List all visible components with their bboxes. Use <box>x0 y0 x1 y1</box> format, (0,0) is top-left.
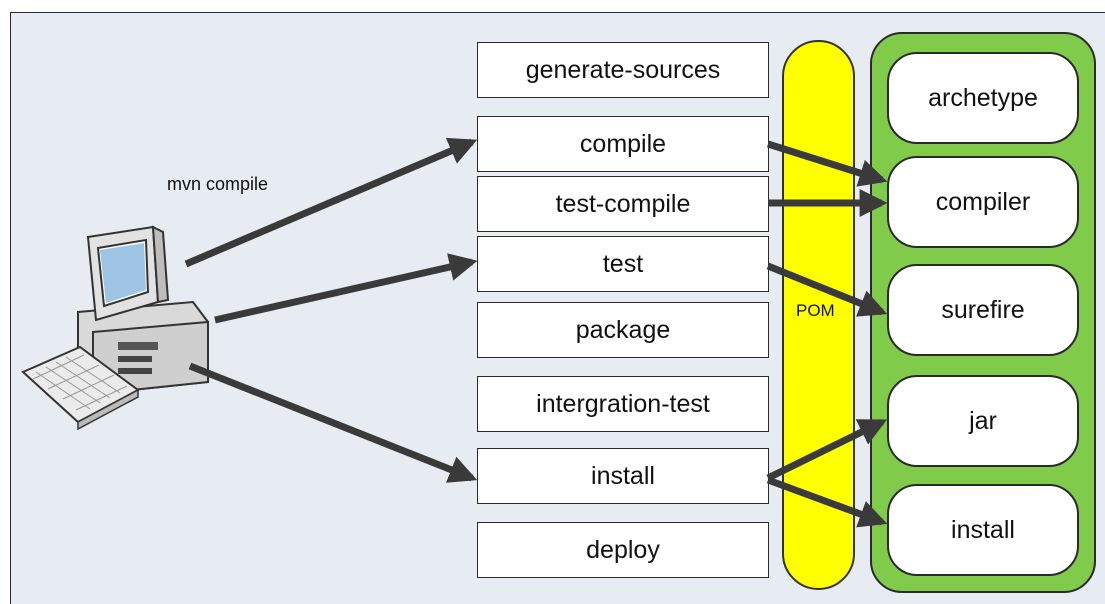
phase-compile: compile <box>477 116 769 172</box>
arrow-test-to-surefire <box>766 262 888 317</box>
phase-intergration-test: intergration-test <box>477 376 769 432</box>
plugin-archetype: archetype <box>887 52 1079 144</box>
arrow-command-to-install <box>188 362 478 483</box>
phase-generate-sources: generate-sources <box>477 42 769 98</box>
phase-package: package <box>477 302 769 358</box>
arrow-command-to-test <box>214 253 478 324</box>
command-label: mvn compile <box>167 174 269 194</box>
phase-test-compile: test-compile <box>477 176 769 232</box>
plugin-surefire: surefire <box>887 264 1079 356</box>
phase-test: test <box>477 236 769 292</box>
phase-deploy: deploy <box>477 522 769 578</box>
computer-icon <box>21 225 209 431</box>
plugin-compiler: compiler <box>887 156 1079 248</box>
arrow-command-to-compile <box>184 137 478 268</box>
plugin-jar: jar <box>887 375 1079 467</box>
pom-label: POM <box>796 301 835 320</box>
arrow-install-to-jar <box>766 418 888 482</box>
plugin-install: install <box>887 484 1079 576</box>
arrow-install-to-install-plugin <box>766 476 888 528</box>
arrow-compile-to-compiler <box>766 140 888 187</box>
phase-install: install <box>477 448 769 504</box>
